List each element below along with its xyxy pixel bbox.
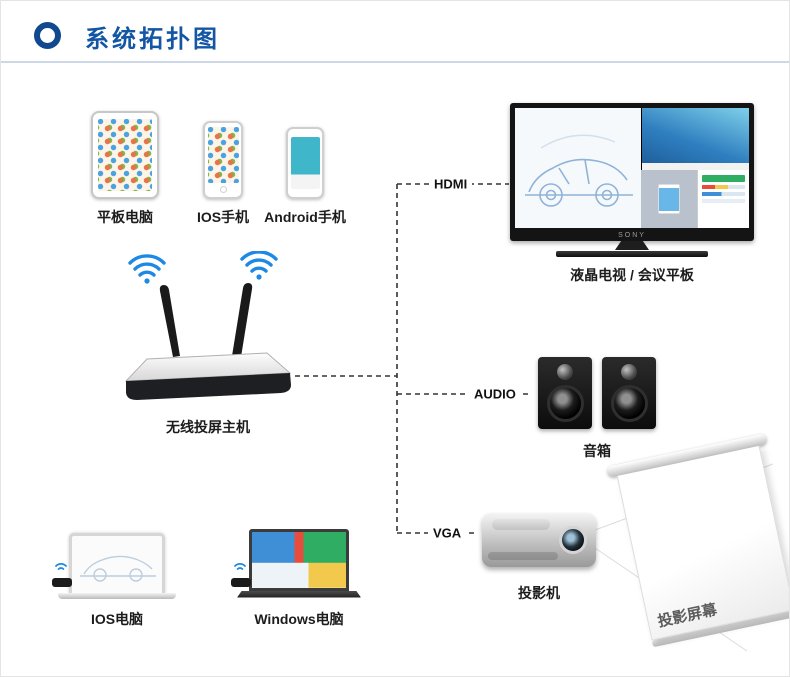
screen-cloth: 投影屏幕 bbox=[616, 445, 789, 641]
projection-screen-label: 投影屏幕 bbox=[656, 601, 719, 631]
vga-label: VGA bbox=[428, 525, 467, 541]
hdmi-label: HDMI bbox=[429, 176, 473, 192]
ios-phone-screen bbox=[207, 127, 239, 183]
tv-chart-tile bbox=[697, 170, 749, 228]
tv-stand-base bbox=[556, 251, 708, 257]
tablet-art bbox=[91, 111, 159, 199]
chart-row bbox=[702, 199, 745, 204]
woofer-icon bbox=[610, 385, 648, 422]
ios-phone-art bbox=[203, 117, 243, 199]
tv-label: 液晶电视 / 会议平板 bbox=[570, 267, 694, 283]
chart-row bbox=[702, 192, 745, 197]
tv-car-sketch bbox=[515, 108, 642, 228]
tv-phone-tile bbox=[641, 108, 749, 171]
speakers-device: 音箱 bbox=[531, 357, 663, 461]
audio-label: AUDIO bbox=[469, 386, 521, 402]
wifi-icon-small bbox=[234, 563, 246, 570]
windows-laptop-device: Windows电脑 bbox=[231, 525, 365, 629]
tv-bottom-row bbox=[641, 170, 749, 228]
home-button-icon bbox=[219, 186, 227, 193]
router-icon bbox=[124, 251, 292, 400]
tablet-device: 平板电脑 bbox=[69, 111, 181, 227]
android-phone-screen bbox=[290, 137, 320, 189]
antenna-left bbox=[159, 285, 180, 357]
tablet-screen bbox=[98, 119, 152, 191]
tv-stand-neck bbox=[615, 241, 649, 250]
tv-right-column bbox=[641, 108, 749, 228]
dongle-icon bbox=[52, 578, 72, 587]
chart-header-bar bbox=[702, 175, 745, 183]
router-front bbox=[126, 373, 291, 400]
projector-lens-icon bbox=[559, 526, 587, 554]
mac-screen bbox=[69, 533, 165, 593]
woofer-icon bbox=[546, 385, 584, 422]
wifi-icon-small bbox=[55, 563, 67, 570]
speaker-right-icon bbox=[602, 357, 656, 429]
windows-base bbox=[237, 590, 361, 598]
antenna-right bbox=[232, 283, 253, 357]
tablet-label: 平板电脑 bbox=[97, 209, 153, 225]
wireless-hub-label: 无线投屏主机 bbox=[166, 419, 250, 435]
tv-frame: SONY bbox=[510, 103, 754, 241]
projector-icon bbox=[482, 513, 596, 567]
windows-laptop-art bbox=[231, 525, 361, 601]
ios-laptop-label: IOS电脑 bbox=[90, 611, 144, 627]
speaker-left-icon bbox=[538, 357, 592, 429]
speakers-art bbox=[538, 357, 656, 429]
android-phone-art bbox=[286, 121, 324, 199]
wifi-icon-right bbox=[240, 251, 278, 280]
tweeter-icon bbox=[557, 364, 573, 380]
projector-label: 投影机 bbox=[518, 585, 560, 601]
usb-dongle-right bbox=[231, 559, 261, 587]
tv-ipad-tile bbox=[641, 170, 698, 228]
logo-ring-icon bbox=[34, 22, 61, 49]
ios-phone-device: IOS手机 bbox=[184, 117, 262, 227]
windows-screen bbox=[249, 528, 349, 591]
chart-row bbox=[702, 185, 745, 190]
mini-ipad-icon bbox=[658, 184, 681, 215]
usb-dongle-left bbox=[52, 559, 82, 587]
ios-phone-icon bbox=[203, 121, 243, 199]
wireless-hub-device: 无线投屏主机 bbox=[113, 251, 303, 437]
tv-brand-logo: SONY bbox=[618, 232, 646, 239]
projector-device: 投影机 bbox=[475, 513, 603, 603]
speakers-label: 音箱 bbox=[583, 443, 611, 459]
header-divider bbox=[1, 61, 789, 63]
android-phone-label: Android手机 bbox=[264, 209, 346, 225]
windows-laptop-label: Windows电脑 bbox=[254, 611, 344, 627]
tv-screen bbox=[515, 108, 749, 228]
dongle-icon bbox=[231, 578, 251, 587]
ios-phone-label: IOS手机 bbox=[196, 209, 250, 225]
tweeter-icon bbox=[621, 364, 637, 380]
ios-laptop-art bbox=[52, 531, 176, 601]
mac-base bbox=[58, 593, 176, 599]
ios-laptop-device: IOS电脑 bbox=[52, 531, 181, 629]
tablet-icon bbox=[91, 111, 159, 199]
android-phone-icon bbox=[286, 127, 324, 199]
page-title: 系统拓扑图 bbox=[85, 26, 220, 53]
android-phone-device: Android手机 bbox=[259, 121, 351, 227]
tv-device: SONY 液晶电视 / 会议平板 bbox=[507, 103, 757, 285]
wifi-icon-left bbox=[128, 254, 166, 284]
